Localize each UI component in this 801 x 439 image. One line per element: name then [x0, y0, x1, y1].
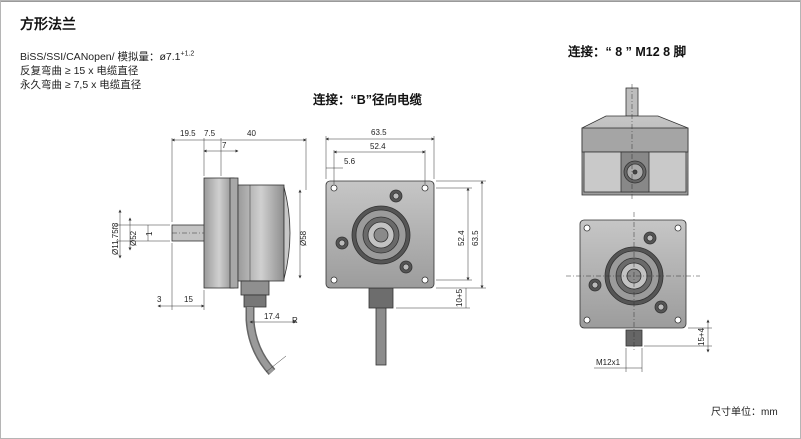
dim-body-dia: Ø58: [299, 230, 308, 246]
spec-interface-tolerance: +1.2: [180, 50, 195, 58]
page-title: 方形法兰: [20, 16, 76, 32]
section-title-radial-cable: 连接：“B”径向电缆: [313, 93, 423, 107]
front-view-dimensions: [325, 136, 486, 309]
dim-side-bottom-2: 15: [184, 295, 193, 304]
section-title-m12-connector: 连接：“ 8 ” M12 8 脚: [568, 45, 687, 59]
front-view-dim-labels: 63.5 52.4 5.6 52.4 63.5 10+5: [344, 128, 480, 307]
m12-front-view: [579, 219, 687, 347]
dim-cable-radius: R: [292, 316, 298, 325]
spec-interface: BiSS/SSI/CANopen/ 模拟量：ø7.1+1.2: [20, 49, 194, 64]
dim-pilot-dia: Ø52: [129, 230, 138, 246]
side-view: [171, 177, 291, 376]
dim-front-width: 63.5: [371, 128, 387, 137]
dim-m12-len: 15+4: [697, 327, 706, 346]
dim-front-holes: 52.4: [370, 142, 386, 151]
dim-side-top-4: 7: [222, 141, 227, 150]
m12-side-view: [581, 87, 689, 196]
spec-permanent-bend: 永久弯曲 ≥ 7,5 x 电缆直径: [20, 79, 142, 91]
dim-cable-offset: 17.4: [264, 312, 280, 321]
dim-side-top-2: 7.5: [204, 129, 216, 138]
dim-front-offset: 5.6: [344, 157, 356, 166]
unit-note: 尺寸单位：mm: [711, 407, 778, 418]
dim-side-top-1: 19.5: [180, 129, 196, 138]
dim-front-h1: 52.4: [457, 230, 466, 246]
dim-shaft-dia: Ø11.75f8: [111, 222, 120, 255]
front-view: [325, 180, 435, 366]
dim-side-bottom-1: 3: [157, 295, 162, 304]
dim-front-cable: 10+5: [455, 288, 464, 307]
spec-repeated-bend: 反复弯曲 ≥ 15 x 电缆直径: [20, 65, 139, 77]
dim-side-top-3: 40: [247, 129, 256, 138]
dim-shaft-small: 1: [145, 231, 154, 236]
top-rule: [0, 0, 801, 2]
m12-front-view-dim-labels: M12x1 15+4: [596, 327, 706, 367]
side-view-dimensions: [116, 138, 307, 373]
m12-front-view-dimensions: [566, 212, 712, 372]
dim-m12-thread: M12x1: [596, 358, 621, 367]
side-view-dim-labels: 19.5 7.5 40 7 Ø11.75f8 Ø52 1 Ø58 3 15 17…: [111, 129, 308, 325]
dim-front-h2: 63.5: [471, 230, 480, 246]
spec-interface-text: BiSS/SSI/CANopen/ 模拟量：ø7.1: [20, 51, 181, 63]
